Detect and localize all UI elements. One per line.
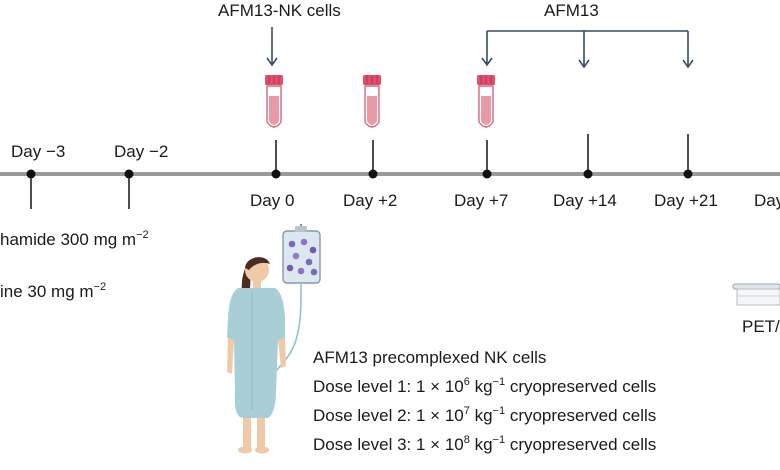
day-plus21-label: Day +21 [654, 191, 718, 210]
day-minus3-label: Day −3 [11, 142, 66, 161]
nk-tube-day-plus2 [363, 75, 381, 128]
pet-ct-label: PET/ [742, 317, 780, 336]
marker-day-0 [271, 140, 281, 179]
marker-day-plus2 [368, 140, 378, 179]
nk-tube-day-0 [265, 75, 283, 128]
marker-day-plus14 [583, 134, 593, 179]
nk-tube-day-plus7 [477, 75, 495, 128]
day-0-label: Day 0 [250, 191, 295, 210]
day-cut-label: Day [754, 191, 780, 210]
afm13-nk-cells-label: AFM13-NK cells [218, 1, 341, 20]
cyclophosphamide-dose-label: hamide 300 mg m−2 [0, 229, 149, 249]
iv-bag-icon [275, 224, 321, 372]
patient-icon [227, 257, 286, 454]
dose-level-1: Dose level 1: 1 × 106 kg−1 cryopreserved… [313, 376, 657, 396]
marker-day-plus7 [482, 140, 492, 179]
marker-day-minus2 [124, 169, 134, 209]
nk-cells-arrow [266, 27, 278, 67]
day-plus14-label: Day +14 [553, 191, 617, 210]
fludarabine-dose-label: ine 30 mg m−2 [0, 281, 107, 301]
day-plus2-label: Day +2 [343, 191, 398, 210]
day-minus2-label: Day −2 [114, 142, 169, 161]
marker-day-minus3 [26, 169, 36, 209]
day-plus7-label: Day +7 [454, 191, 509, 210]
infusion-title: AFM13 precomplexed NK cells [313, 348, 547, 367]
dose-level-2: Dose level 2: 1 × 107 kg−1 cryopreserved… [313, 405, 657, 425]
afm13-bracket-arrows [481, 30, 694, 69]
dose-level-3: Dose level 3: 1 × 108 kg−1 cryopreserved… [313, 434, 657, 454]
afm13-label: AFM13 [544, 1, 599, 20]
marker-day-plus21 [683, 134, 693, 179]
pet-scanner-icon [732, 283, 780, 306]
